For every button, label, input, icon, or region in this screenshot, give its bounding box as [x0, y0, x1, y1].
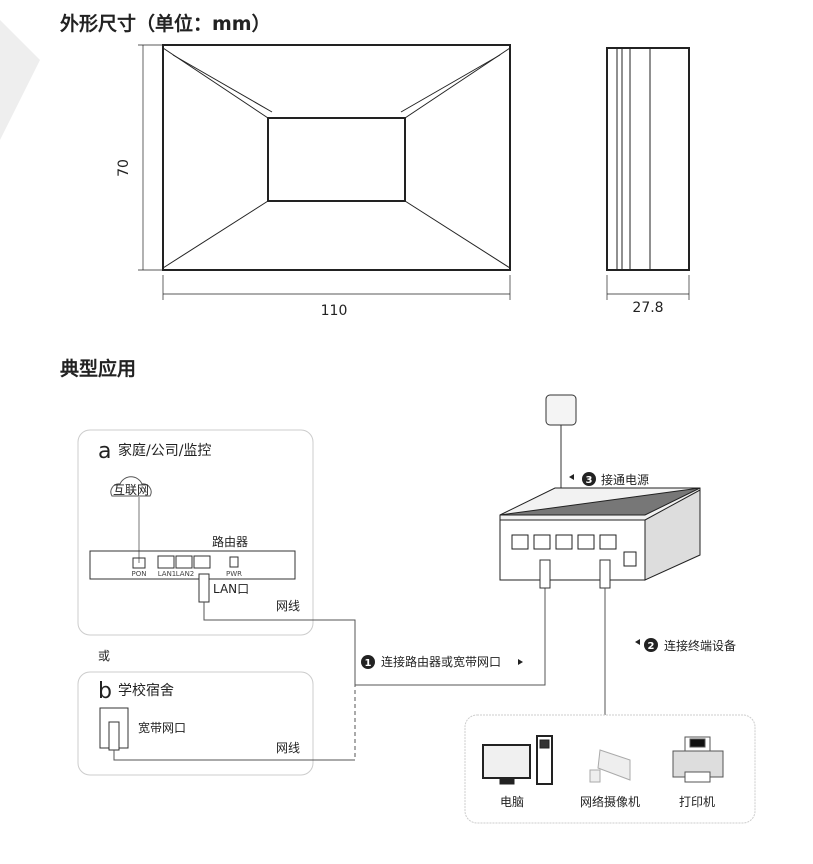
lan-port-label: LAN口 [213, 582, 249, 596]
cable-b-label: 网线 [276, 741, 300, 755]
cloud-icon [110, 476, 152, 497]
or-label: 或 [98, 649, 110, 663]
step-2-badge [644, 638, 658, 652]
height-dimension: 70 [116, 159, 132, 177]
scenario-a-box [77, 429, 314, 636]
camera-icon [589, 749, 631, 783]
uplink-plug-icon [539, 559, 551, 589]
switch-icon [499, 487, 701, 581]
router-icon [89, 550, 296, 580]
cable-a-label: 网线 [276, 599, 300, 613]
side-view-drawing [606, 47, 690, 300]
scenario-a-letter: a [98, 439, 111, 464]
device-camera-label: 网络摄像机 [580, 794, 640, 809]
step-1-label: 连接路由器或宽带网口 [381, 654, 501, 669]
step-1-badge [361, 655, 375, 669]
power-adapter-icon [545, 394, 577, 426]
scenario-b-box [77, 671, 314, 776]
cloud-label: 互联网 [113, 483, 149, 497]
arrow-left-icon-2 [635, 639, 640, 645]
depth-dimension: 27.8 [632, 300, 663, 316]
devices-box [464, 714, 756, 824]
front-view-drawing [138, 44, 511, 300]
wall-plug-icon [108, 721, 120, 751]
watermark-shape [0, 20, 40, 140]
cable-plug-icon [198, 573, 210, 603]
width-dimension: 110 [321, 303, 348, 319]
cable-b-line [113, 750, 355, 761]
computer-icon [482, 735, 553, 785]
arrow-right-icon [518, 659, 523, 665]
cable-a-line [203, 602, 356, 685]
scenario-b-label: 学校宿舍 [118, 682, 174, 699]
port-pwr: PWR [226, 570, 242, 578]
device-printer-label: 打印机 [679, 795, 715, 809]
downlink-plug-icon [599, 559, 611, 589]
step-3-number: 3 [586, 475, 593, 486]
arrow-left-icon [569, 474, 574, 480]
step-1-number: 1 [365, 658, 372, 669]
step-3-label: 接通电源 [601, 472, 649, 487]
port-lan2: LAN2 [176, 570, 195, 578]
application-title: 典型应用 [60, 357, 136, 380]
port-lan1: LAN1 [158, 570, 177, 578]
port-pon: PON [132, 570, 147, 578]
uplink-cable-line [355, 580, 546, 686]
router-label: 路由器 [212, 534, 248, 549]
step-3-badge [582, 472, 596, 486]
wall-port-label: 宽带网口 [138, 720, 186, 735]
printer-icon [672, 736, 724, 783]
step-2-label: 连接终端设备 [664, 638, 736, 653]
dimensions-title: 外形尺寸（单位：mm） [60, 12, 271, 35]
scenario-a-label: 家庭/公司/监控 [118, 442, 211, 459]
scenario-b-letter: b [98, 679, 112, 704]
device-computer-label: 电脑 [500, 795, 524, 809]
step-2-number: 2 [648, 641, 655, 652]
